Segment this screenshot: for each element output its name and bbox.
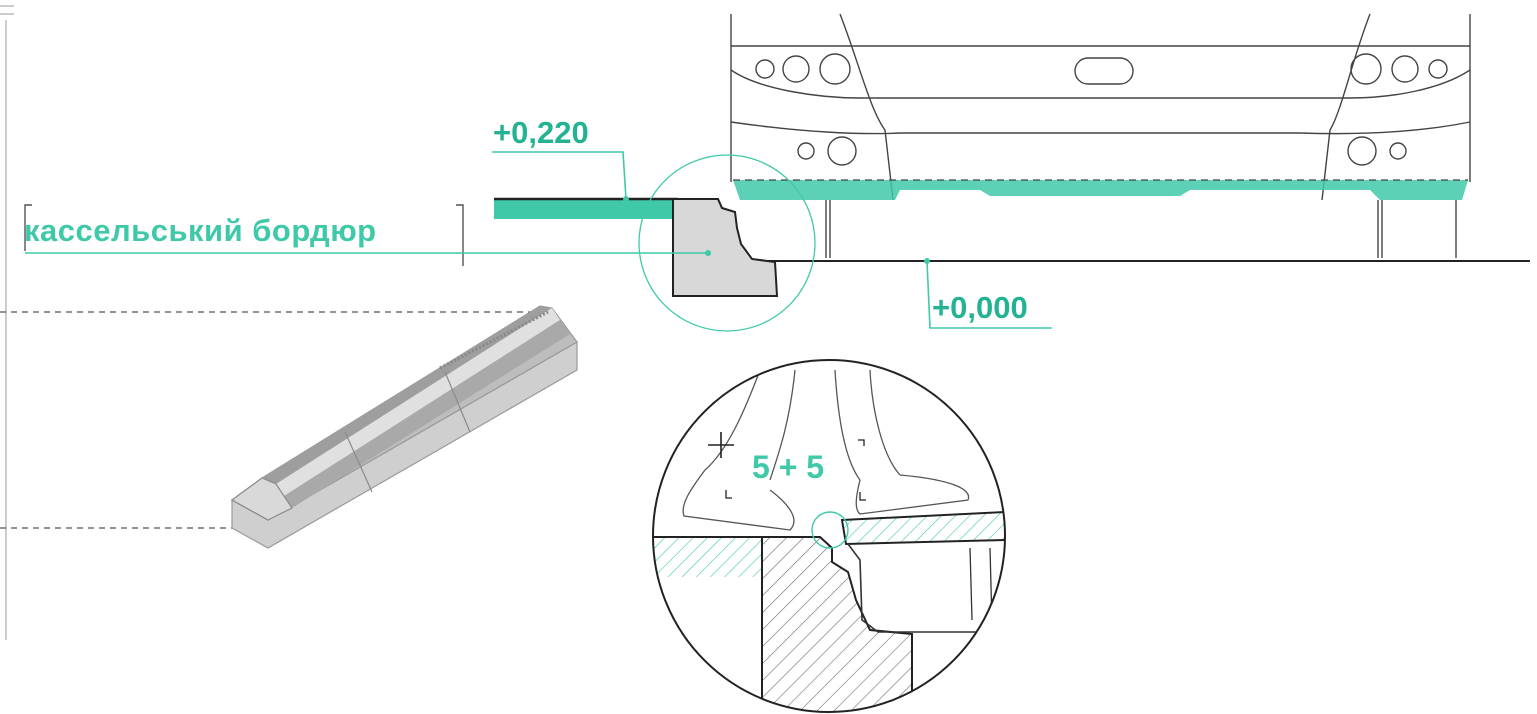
level-platform-leader: [492, 151, 627, 200]
bus-wheels: [825, 200, 1457, 258]
level-ground-label: +0,000: [932, 290, 1028, 325]
level-platform-label: +0,220: [493, 115, 589, 150]
curb-name-callout: кассельський бордюр: [24, 204, 708, 266]
curb-name-label: кассельський бордюр: [24, 213, 377, 248]
kassel-curb-profile: [672, 198, 779, 297]
crosshair-mark: [708, 432, 734, 458]
platform-slab: [494, 197, 678, 219]
level-ground-leader: [926, 260, 1052, 329]
bus-tail-lights: [755, 53, 1448, 166]
detail-circle: 5 + 5: [652, 359, 1006, 713]
curb-3d-illustration: [0, 305, 578, 549]
gap-label: 5 + 5: [752, 449, 824, 485]
bus-bumper-floor: [733, 179, 1468, 200]
zoom-circle: [638, 154, 816, 332]
corner-mark: [0, 5, 14, 640]
bus-rear-outline: [730, 13, 1471, 201]
